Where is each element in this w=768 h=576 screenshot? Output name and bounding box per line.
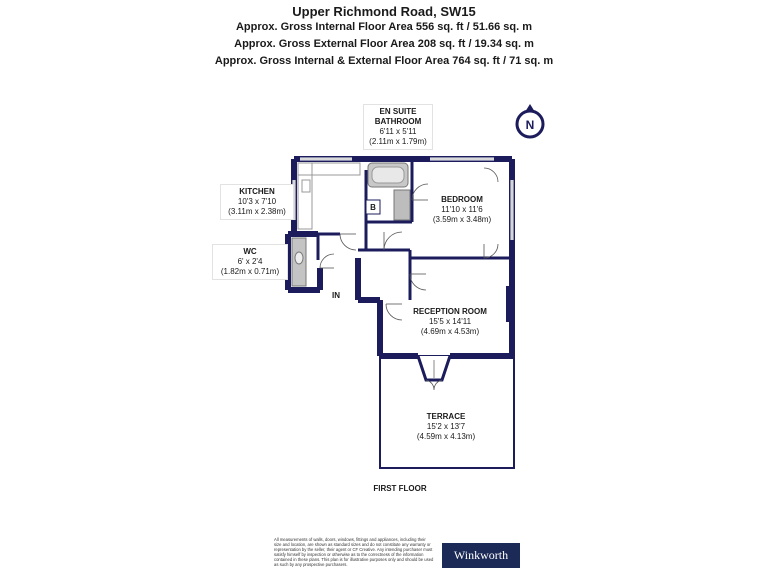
reception-name: RECEPTION ROOM bbox=[413, 307, 487, 316]
kitchen-imperial: 10'3 x 7'10 bbox=[237, 197, 277, 206]
reception-metric: (4.69m x 4.53m) bbox=[420, 327, 480, 336]
reception-radiator bbox=[506, 286, 512, 322]
wc-fixture bbox=[291, 237, 307, 287]
bath-fixture bbox=[367, 162, 409, 188]
gross-internal-area: Approx. Gross Internal Floor Area 556 sq… bbox=[235, 21, 533, 33]
property-title: Upper Richmond Road, SW15 bbox=[292, 4, 476, 19]
boiler-box bbox=[365, 199, 381, 215]
ensuite-name-2: BATHROOM bbox=[374, 117, 422, 126]
reception-imperial: 15'5 x 14'11 bbox=[428, 317, 472, 326]
boiler-marker: B bbox=[370, 203, 376, 212]
ensuite-name-1: EN SUITE bbox=[379, 107, 417, 116]
shower-tray bbox=[393, 189, 411, 221]
terrace-imperial: 15'2 x 13'7 bbox=[426, 422, 466, 431]
bedroom-label: BEDROOM 11'10 x 11'6 (3.59m x 3.48m) bbox=[424, 195, 500, 225]
terrace-name: TERRACE bbox=[426, 412, 466, 421]
bedroom-metric: (3.59m x 3.48m) bbox=[432, 215, 492, 224]
gross-external-area: Approx. Gross External Floor Area 208 sq… bbox=[234, 38, 534, 50]
ensuite-metric: (2.11m x 1.79m) bbox=[369, 137, 427, 146]
ensuite-label: EN SUITE BATHROOM 6'11 x 5'11 (2.11m x 1… bbox=[363, 104, 433, 150]
ensuite-imperial: 6'11 x 5'11 bbox=[379, 127, 417, 136]
compass-north-label: N bbox=[526, 118, 535, 132]
door-swings bbox=[319, 167, 499, 321]
wc-name: WC bbox=[243, 247, 257, 256]
disclaimer-text: All measurements of walls, doors, window… bbox=[274, 537, 434, 567]
kitchen-name: KITCHEN bbox=[239, 187, 275, 196]
kitchen-counters bbox=[297, 162, 361, 230]
winkworth-logo: Winkworth bbox=[442, 543, 520, 568]
kitchen-label: KITCHEN 10'3 x 7'10 (3.11m x 2.38m) bbox=[220, 184, 294, 220]
bedroom-name: BEDROOM bbox=[441, 195, 483, 204]
gross-total-area: Approx. Gross Internal & External Floor … bbox=[214, 55, 554, 67]
wc-metric: (1.82m x 0.71m) bbox=[220, 267, 280, 276]
wc-label: WC 6' x 2'4 (1.82m x 0.71m) bbox=[212, 244, 288, 280]
entrance-marker: IN bbox=[332, 291, 340, 300]
wc-imperial: 6' x 2'4 bbox=[237, 257, 263, 266]
compass-icon: N bbox=[515, 104, 545, 139]
kitchen-metric: (3.11m x 2.38m) bbox=[228, 207, 286, 216]
terrace-metric: (4.59m x 4.13m) bbox=[416, 432, 476, 441]
reception-label: RECEPTION ROOM 15'5 x 14'11 (4.69m x 4.5… bbox=[404, 307, 496, 337]
window-glazing bbox=[293, 158, 513, 240]
internal-walls bbox=[316, 159, 512, 300]
floor-label: FIRST FLOOR bbox=[373, 484, 427, 493]
terrace-label: TERRACE 15'2 x 13'7 (4.59m x 4.13m) bbox=[408, 412, 484, 442]
bedroom-imperial: 11'10 x 11'6 bbox=[441, 205, 483, 214]
